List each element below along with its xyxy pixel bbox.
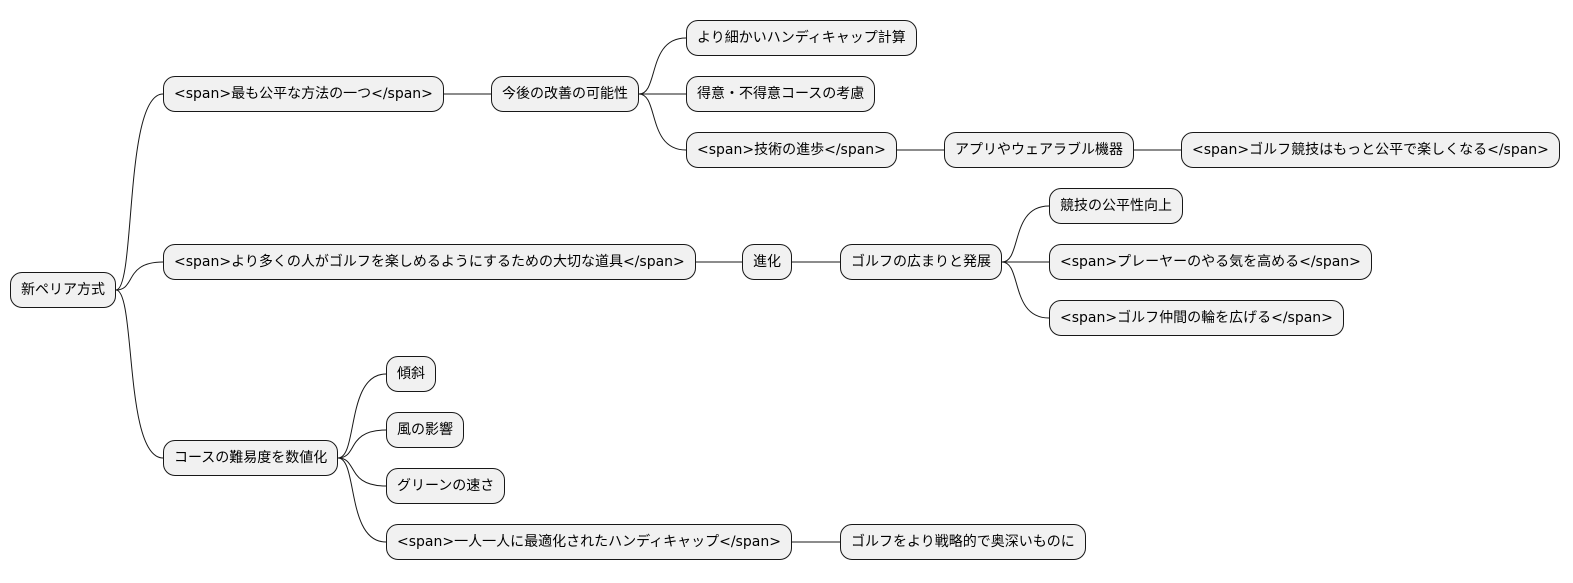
mindmap-connector — [115, 289, 164, 459]
mindmap-node: <span>一人一人に最適化されたハンディキャップ</span> — [386, 524, 792, 560]
mindmap-node: <span>ゴルフ仲間の輪を広げる</span> — [1049, 300, 1344, 336]
mindmap-node: アプリやウェアラブル機器 — [944, 132, 1134, 168]
mindmap-node: より細かいハンディキャップ計算 — [686, 20, 917, 56]
mindmap-node: <span>ゴルフ競技はもっと公平で楽しくなる</span> — [1181, 132, 1560, 168]
mindmap-connector — [1001, 205, 1050, 263]
mindmap-connector — [638, 37, 687, 95]
mindmap-connector — [638, 93, 687, 151]
mindmap-node: コースの難易度を数値化 — [163, 440, 339, 476]
mindmap-node: 得意・不得意コースの考慮 — [686, 76, 876, 112]
mindmap-connector — [337, 373, 387, 459]
mindmap-connector — [337, 457, 387, 487]
mindmap-node: 進化 — [742, 244, 792, 280]
mindmap-node: <span>プレーヤーのやる気を高める</span> — [1049, 244, 1372, 280]
mindmap-connector — [337, 429, 387, 459]
mindmap-node: 傾斜 — [386, 356, 436, 392]
mindmap-node: <span>より多くの人がゴルフを楽しめるようにするための大切な道具</span… — [163, 244, 696, 280]
mindmap-root-node: 新ペリア方式 — [10, 272, 116, 308]
mindmap-node: 風の影響 — [386, 412, 464, 448]
mindmap-connector — [1001, 261, 1050, 319]
mindmap-node: ゴルフをより戦略的で奥深いものに — [840, 524, 1086, 560]
mindmap-connector — [337, 457, 387, 543]
mindmap-node: <span>最も公平な方法の一つ</span> — [163, 76, 444, 112]
mindmap-node: グリーンの速さ — [386, 468, 506, 504]
mindmap-node: 競技の公平性向上 — [1049, 188, 1183, 224]
mindmap-node: 今後の改善の可能性 — [491, 76, 639, 112]
mindmap-node: <span>技術の進歩</span> — [686, 132, 897, 168]
mindmap-node: ゴルフの広まりと発展 — [840, 244, 1002, 280]
mindmap-connector — [115, 93, 164, 291]
mindmap-connector — [115, 261, 164, 291]
